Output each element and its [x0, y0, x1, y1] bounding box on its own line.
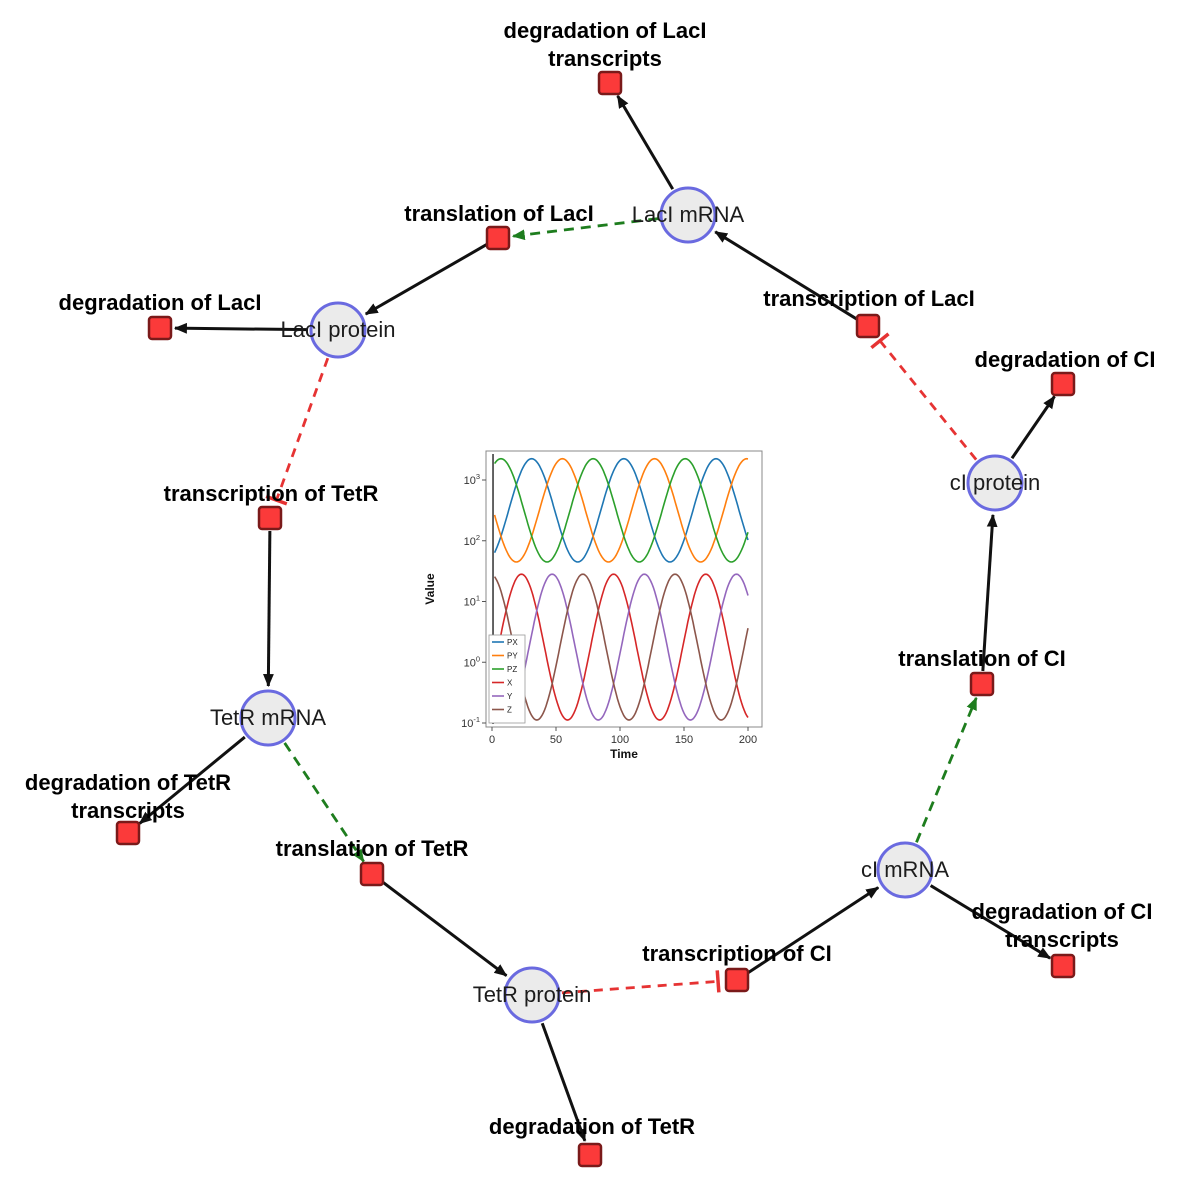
reaction-node-transcr_TetR[interactable] — [257, 505, 283, 531]
x-tick-label: 0 — [489, 734, 495, 746]
species-label-LacI_protein: LacI protein — [281, 317, 396, 342]
species-node-cI_mRNA[interactable] — [876, 841, 934, 899]
reaction-label-transcr_LacI: transcription of LacI — [763, 286, 974, 311]
edge-transl_LacI-LacI_protein — [364, 243, 488, 316]
y-tick-label: 100 — [464, 654, 480, 669]
edge-cI_mRNA-transl_CI — [915, 696, 978, 843]
y-tick-label: 103 — [464, 472, 480, 487]
species-label-TetR_protein: TetR protein — [473, 982, 592, 1007]
edge-cI_protein-transcr_LacI — [878, 339, 978, 461]
legend-label-PY: PY — [507, 652, 518, 661]
edge-TetR_mRNA-deg_TetR_tx — [138, 735, 246, 825]
reaction-label-deg_CI_tx: transcripts — [1005, 927, 1119, 952]
edge-transl_CI-cI_protein — [981, 513, 998, 672]
inhibition-tbar-transcr_CI — [715, 970, 721, 993]
inhibition-tbar-transcr_TetR — [265, 494, 288, 506]
species-node-LacI_protein[interactable] — [309, 301, 367, 359]
reaction-node-transcr_LacI[interactable] — [855, 313, 881, 339]
reaction-label-deg_CI: degradation of CI — [975, 347, 1156, 372]
x-tick-label: 100 — [611, 734, 629, 746]
edge-cI_protein-deg_CI — [1010, 395, 1056, 460]
x-tick-label: 150 — [675, 734, 693, 746]
reaction-label-transl_LacI: translation of LacI — [404, 201, 593, 226]
edge-LacI_mRNA-transl_LacI — [511, 217, 659, 241]
edge-transl_TetR-TetR_protein — [381, 880, 508, 977]
legend-label-Z: Z — [507, 706, 512, 715]
species-label-cI_protein: cI protein — [950, 470, 1041, 495]
chart-series-layer — [492, 454, 749, 724]
edge-TetR_protein-transcr_CI — [561, 979, 719, 995]
reactions-layer — [115, 70, 1076, 1168]
y-tick-label: 101 — [464, 594, 480, 609]
series-PY-line — [493, 457, 749, 563]
reaction-label-deg_LacI: degradation of LacI — [59, 290, 262, 315]
y-tick-label: 10-1 — [461, 715, 480, 730]
reaction-label-transcr_CI: transcription of CI — [642, 941, 831, 966]
species-layer — [239, 186, 1024, 1024]
edge-transcr_LacI-LacI_mRNA — [714, 230, 858, 321]
edge-TetR_mRNA-transl_TetR — [283, 742, 365, 863]
reaction-label-deg_TetR_tx: degradation of TetR — [25, 770, 231, 795]
edge-transcr_CI-cI_mRNA — [747, 886, 880, 975]
edge-LacI_protein-deg_LacI — [173, 322, 309, 334]
edge-LacI_protein-transcr_TetR — [275, 357, 330, 501]
species-node-TetR_protein[interactable] — [503, 966, 561, 1024]
species-label-LacI_mRNA: LacI mRNA — [632, 202, 745, 227]
edge-TetR_protein-deg_TetR — [540, 1022, 587, 1142]
species-label-TetR_mRNA: TetR mRNA — [210, 705, 326, 730]
reaction-node-deg_TetR_tx[interactable] — [115, 820, 141, 846]
edge-transcr_TetR-TetR_mRNA — [263, 530, 274, 688]
series-Z-line — [493, 573, 749, 721]
reaction-node-transl_CI[interactable] — [969, 671, 995, 697]
edge-LacI_mRNA-deg_LacI_tx — [616, 94, 675, 190]
reaction-node-transcr_CI[interactable] — [724, 967, 750, 993]
reaction-label-deg_LacI_tx: degradation of LacI — [504, 18, 707, 43]
edge-cI_mRNA-deg_CI_tx — [929, 884, 1052, 960]
reaction-node-transl_TetR[interactable] — [359, 861, 385, 887]
reaction-node-deg_LacI_tx[interactable] — [597, 70, 623, 96]
legend-label-X: X — [507, 679, 513, 688]
inhibition-tbar-transcr_LacI — [870, 332, 890, 350]
series-PX-line — [493, 457, 749, 563]
reaction-node-deg_CI_tx[interactable] — [1050, 953, 1076, 979]
reaction-node-deg_TetR[interactable] — [577, 1142, 603, 1168]
edges-layer — [138, 94, 1056, 1142]
x-tick-label: 50 — [550, 734, 562, 746]
reaction-label-transcr_TetR: transcription of TetR — [164, 481, 379, 506]
reaction-label-deg_TetR: degradation of TetR — [489, 1114, 695, 1139]
x-tick-label: 200 — [739, 734, 757, 746]
species-node-LacI_mRNA[interactable] — [659, 186, 717, 244]
reaction-node-deg_CI[interactable] — [1050, 371, 1076, 397]
reaction-label-deg_LacI_tx: transcripts — [548, 46, 662, 71]
labels-layer: degradation of LacI transcripts translatio… — [25, 18, 1156, 1139]
y-axis-label: Value — [423, 573, 437, 605]
reaction-node-deg_LacI[interactable] — [147, 315, 173, 341]
x-axis-label: Time — [610, 747, 638, 761]
species-label-cI_mRNA: cI mRNA — [861, 857, 949, 882]
legend-label-PX: PX — [507, 638, 518, 647]
y-tick-label: 102 — [464, 533, 480, 548]
reaction-label-deg_CI_tx: degradation of CI — [972, 899, 1153, 924]
species-node-cI_protein[interactable] — [966, 454, 1024, 512]
chart-frame — [485, 450, 763, 728]
reaction-label-transl_TetR: translation of TetR — [276, 836, 469, 861]
series-PZ-line — [493, 457, 749, 563]
reaction-node-transl_LacI[interactable] — [485, 225, 511, 251]
legend-label-Y: Y — [507, 692, 513, 701]
reaction-label-deg_TetR_tx: transcripts — [71, 798, 185, 823]
chart-legend — [488, 634, 526, 724]
reaction-label-transl_CI: translation of CI — [898, 646, 1065, 671]
legend-label-PZ: PZ — [507, 665, 517, 674]
species-node-TetR_mRNA[interactable] — [239, 689, 297, 747]
